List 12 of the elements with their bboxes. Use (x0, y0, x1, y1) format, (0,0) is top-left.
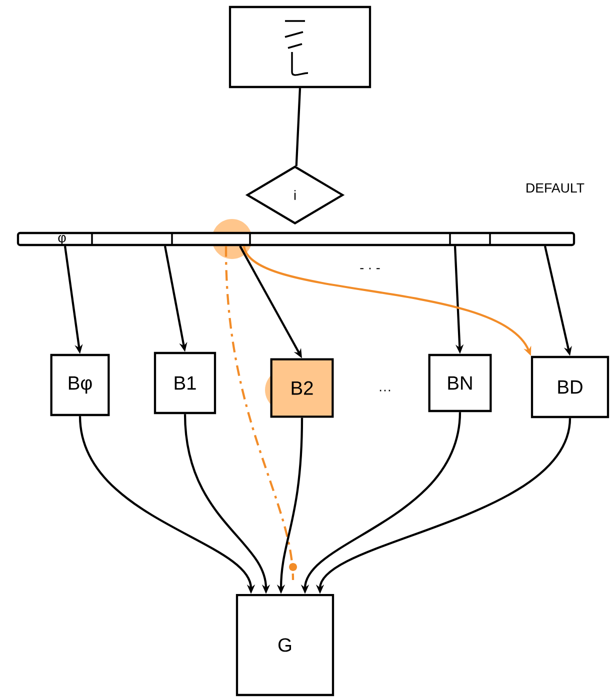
note-label: DEFAULT (526, 183, 584, 193)
table-bar (16, 232, 576, 246)
note-label: - · - (360, 268, 380, 270)
note-label: ··· (380, 390, 390, 392)
process-box: B2 (270, 358, 334, 418)
process-box: BD (530, 356, 610, 418)
process-box: BN (428, 354, 492, 412)
process-box: G (236, 594, 334, 696)
process-box (228, 6, 372, 88)
note-label: φ (58, 235, 66, 245)
process-box: Bφ (50, 354, 110, 416)
process-box: B1 (154, 352, 216, 414)
